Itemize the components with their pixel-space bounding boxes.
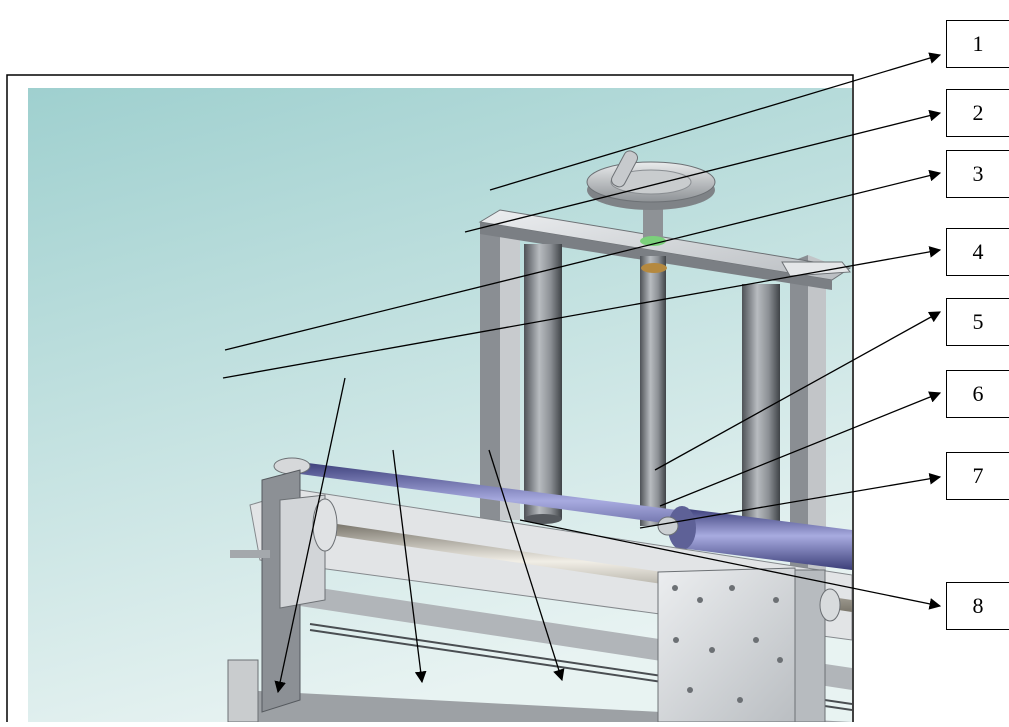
leader-8 [519, 519, 942, 610]
green-washer [640, 236, 666, 246]
wheel-shaft [643, 205, 663, 240]
callout-label-5: 5 [972, 309, 984, 334]
callout-label-2: 2 [972, 100, 984, 125]
leader-down-c [488, 449, 565, 682]
carriage-bolts [672, 585, 783, 703]
callout-box-7: 7 [946, 452, 1009, 500]
leader-2 [464, 109, 942, 233]
callout-box-2: 2 [946, 89, 1009, 137]
left-foot [227, 659, 259, 722]
callout-label-7: 7 [972, 463, 984, 488]
leader-down-a [274, 377, 346, 694]
callout-box-1: 1 [946, 20, 1009, 68]
callout-label-4: 4 [972, 239, 984, 264]
callout-label-8: 8 [972, 593, 984, 618]
machine-parts [227, 150, 852, 722]
right-side-plate [790, 255, 808, 590]
callout-label-3: 3 [972, 161, 984, 186]
center-lead-screw [640, 256, 666, 526]
collar [657, 516, 679, 536]
right-guide-post [742, 284, 780, 534]
beam-bracket [781, 261, 851, 277]
left-guide-post [524, 244, 562, 519]
handwheel-handle [611, 150, 639, 188]
leader-5 [654, 311, 942, 471]
callout-box-6: 6 [946, 370, 1009, 418]
leader-down-b [392, 449, 427, 684]
callout-box-3: 3 [946, 150, 1009, 198]
leader-7 [639, 472, 942, 529]
callout-box-8: 8 [946, 582, 1009, 630]
leader-3 [224, 169, 942, 351]
callout-label-1: 1 [972, 31, 984, 56]
leader-4 [222, 246, 942, 379]
callout-box-5: 5 [946, 298, 1009, 346]
bronze-nut [641, 263, 667, 273]
callout-box-4: 4 [946, 228, 1009, 276]
top-cross-beam [478, 209, 852, 281]
callout-label-6: 6 [972, 381, 984, 406]
carriage-block [657, 567, 801, 722]
leader-6 [659, 391, 942, 507]
leader-lines [222, 52, 942, 694]
main-cylinder [680, 508, 852, 570]
left-side-plate [480, 212, 500, 530]
leader-1 [489, 52, 942, 191]
